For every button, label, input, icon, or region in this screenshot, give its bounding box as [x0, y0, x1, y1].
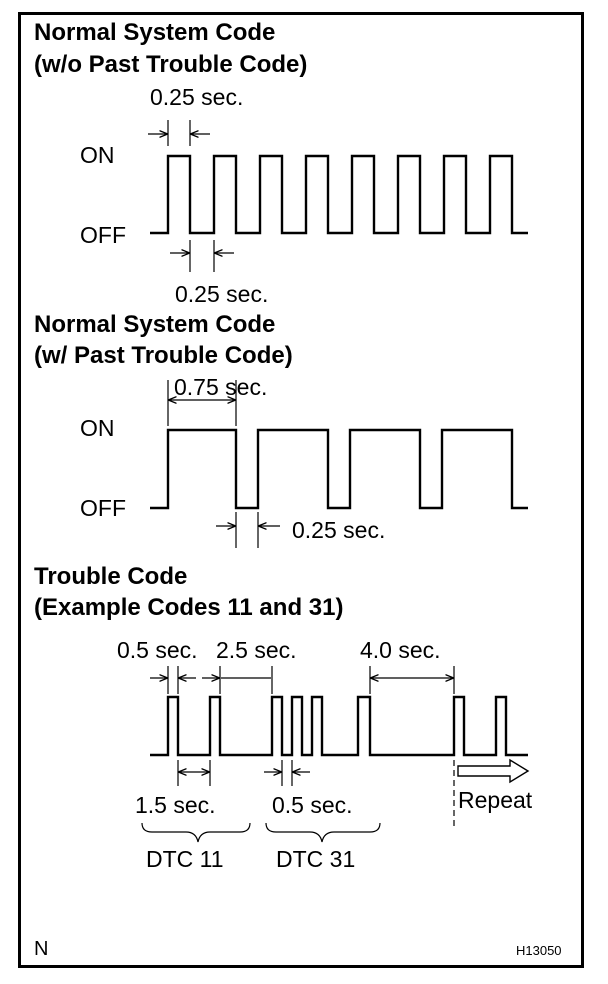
section3-gap31-label: 0.5 sec.	[272, 792, 353, 818]
section3-waveform	[150, 695, 528, 757]
section3-code-gap-label: 4.0 sec.	[360, 637, 441, 663]
section2-on-label: ON	[80, 415, 115, 441]
section2-off-label: OFF	[80, 495, 126, 521]
section3-title-line1: Trouble Code	[34, 563, 187, 590]
section1-off-label: OFF	[80, 222, 126, 248]
section2-off-time-label: 0.25 sec.	[292, 517, 385, 543]
figure-id: H13050	[516, 943, 562, 958]
section3-repeat-label: Repeat	[458, 787, 533, 813]
section2-waveform	[150, 428, 528, 510]
section1-title-line1: Normal System Code	[34, 19, 275, 46]
section2-title-line1: Normal System Code	[34, 311, 275, 338]
section1-off-time-label: 0.25 sec.	[175, 281, 268, 307]
section3-title-line2: (Example Codes 11 and 31)	[34, 594, 343, 621]
section1-title-line2: (w/o Past Trouble Code)	[34, 51, 307, 78]
section3-pulse-time-label: 0.5 sec.	[117, 637, 198, 663]
section3-gap11-label: 1.5 sec.	[135, 792, 216, 818]
section1-on-label: ON	[80, 142, 115, 168]
dtc31-brace	[265, 822, 381, 843]
dtc31-label: DTC 31	[276, 846, 355, 872]
dtc11-label: DTC 11	[146, 846, 224, 872]
section3-digit-gap-label: 2.5 sec.	[216, 637, 297, 663]
section1-waveform	[150, 154, 528, 235]
section2-on-time-label: 0.75 sec.	[174, 374, 267, 400]
section2-title-line2: (w/ Past Trouble Code)	[34, 342, 293, 369]
section1-on-time-label: 0.25 sec.	[150, 84, 243, 110]
corner-mark: N	[34, 938, 48, 960]
repeat-arrow-icon	[457, 758, 530, 784]
dtc11-brace	[141, 822, 251, 843]
